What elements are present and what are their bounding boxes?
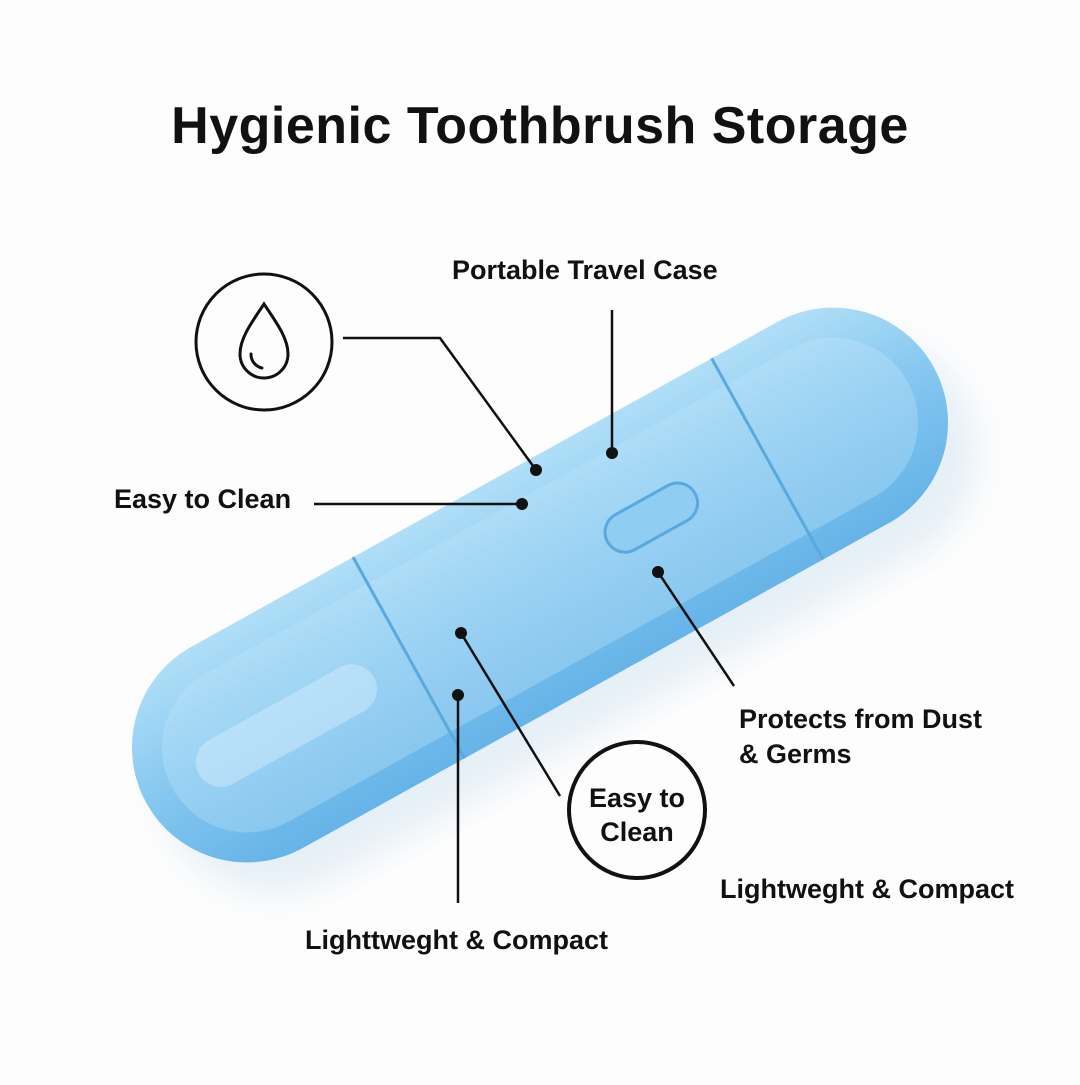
protects-line-2: & Germs bbox=[739, 739, 852, 770]
callout-protects: Protects from Dust & Germs bbox=[739, 702, 982, 772]
callout-easy-clean: Easy to Clean bbox=[114, 484, 292, 514]
anchor-dots bbox=[452, 447, 664, 701]
easy-clean-badge: Easy to Clean bbox=[566, 782, 708, 850]
badge-line-2: Clean bbox=[600, 816, 674, 847]
leader-lines bbox=[314, 310, 736, 903]
callout-lightweight-right: Lightweght & Compact bbox=[720, 874, 1014, 904]
page-title: Hygienic Toothbrush Storage bbox=[171, 97, 909, 155]
toothbrush-case bbox=[132, 307, 977, 893]
badge-line-1: Easy to bbox=[588, 783, 686, 813]
water-drop-badge bbox=[194, 272, 707, 880]
callout-portable: Portable Travel Case bbox=[452, 255, 718, 285]
protects-line-1: Protects from Dust bbox=[739, 704, 983, 734]
callout-lightweight-bottom: Lighttweght & Compact bbox=[305, 925, 608, 955]
